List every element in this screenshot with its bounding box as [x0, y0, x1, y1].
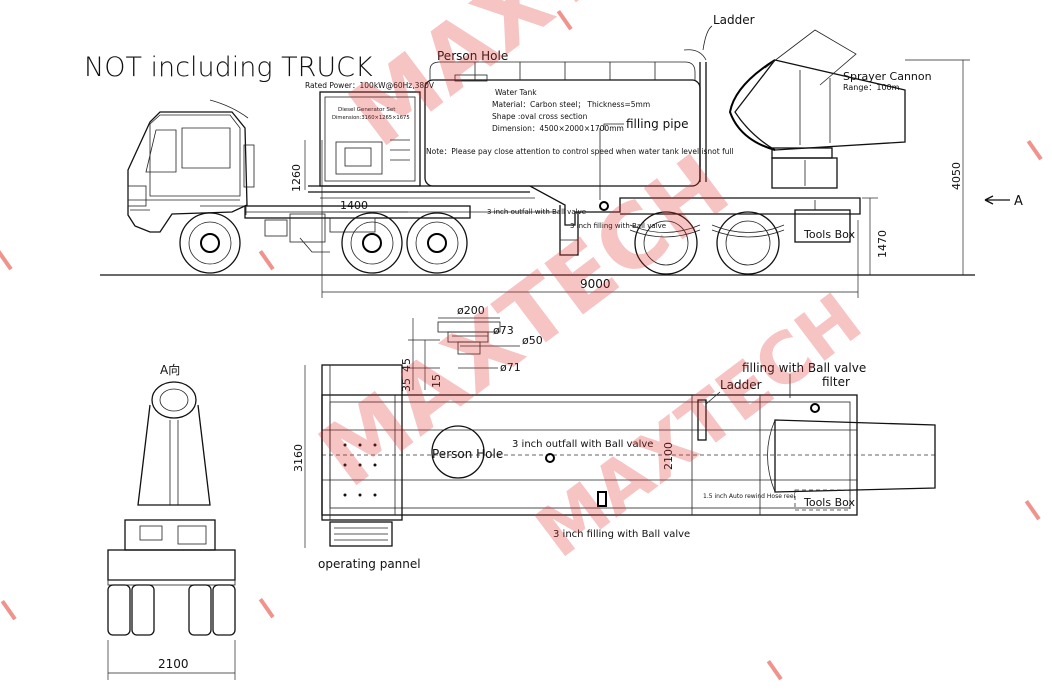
- outfall-top-label: 3 inch outfall with Ball valve: [512, 439, 653, 450]
- range-label: Range：100m: [843, 83, 900, 92]
- detail-d200: ø200: [457, 304, 485, 317]
- end-view-a: A向 2100: [107, 362, 236, 680]
- sprayer-cannon: Sprayer Cannon Range：100m: [728, 29, 932, 189]
- view-arrow-a: [984, 195, 1010, 205]
- view-arrow-a-label: A: [1014, 194, 1023, 209]
- tank-title: Water Tank: [495, 88, 537, 97]
- end-view-title: A向: [160, 362, 180, 377]
- tools-box-top-label: Tools Box: [803, 496, 856, 509]
- tank-material: Material：Carbon steel； Thickness=5mm: [492, 100, 650, 109]
- filling-pipe-label: filling pipe: [626, 117, 689, 131]
- generator-grid: [343, 443, 377, 497]
- detail-d73: ø73: [493, 324, 514, 337]
- rated-power-label: Rated Power：100kW@60Hz,380V: [305, 81, 435, 90]
- filling-valve-top: [597, 491, 607, 507]
- filling-label-side: 3 inch filling with Ball valve: [570, 222, 666, 230]
- dim-1400: 1400: [340, 199, 368, 212]
- hose-reel-label: 1.5 inch Auto rewind Hose reel: [703, 493, 796, 500]
- generator-label-2: Dimension:3160×1265×1675: [332, 115, 410, 121]
- side-view: Tools Box Diesel Generator Set Dimension…: [100, 13, 1023, 298]
- detail-d71: ø71: [500, 361, 521, 374]
- watermark-1: MAXTECH: [331, 0, 778, 167]
- dim-2100-end: 2100: [158, 657, 189, 671]
- dim-4050: 4050: [950, 162, 963, 190]
- detail-d50: ø50: [522, 334, 543, 347]
- filling-top-label: 3 inch filling with Ball valve: [553, 529, 690, 540]
- truck-cab: [127, 99, 255, 233]
- tank-dimension: Dimension：4500×2000×1700mm: [492, 124, 624, 133]
- filter-icon: [810, 403, 820, 413]
- dim-9000: 9000: [580, 277, 611, 291]
- filling-ball-valve-label: filling with Ball valve: [742, 361, 866, 375]
- ladder-label: Ladder: [713, 13, 755, 27]
- water-tank: Person Hole Water Tank Material：Carbon s…: [424, 49, 734, 211]
- dim-1260: 1260: [290, 164, 303, 192]
- not-including-truck-note: NOT including TRUCK: [84, 52, 373, 83]
- nozzle-detail: ø200 ø73 ø50 ø71 45 35 15: [400, 304, 543, 392]
- filter-label: filter: [822, 375, 850, 389]
- dim-1470: 1470: [876, 230, 889, 258]
- top-view: Person Hole 3 inch outfall with Ball val…: [292, 361, 936, 571]
- generator-label-1: Diesel Generator Set: [338, 107, 396, 113]
- ladder-side: Ladder: [683, 13, 755, 182]
- sprayer-label: Sprayer Cannon: [843, 70, 932, 83]
- detail-h45: 45: [400, 358, 413, 372]
- operating-panel: [329, 521, 393, 547]
- tools-box-label: Tools Box: [803, 228, 856, 241]
- ladder-top-label: Ladder: [720, 378, 762, 392]
- operating-panel-label: operating pannel: [318, 557, 421, 571]
- dim-3160: 3160: [292, 444, 305, 472]
- person-hole-top-label: Person Hole: [432, 447, 503, 461]
- detail-h15: 15: [430, 374, 443, 388]
- speed-note: Note：Please pay close attention to contr…: [426, 147, 734, 156]
- ladder-top: [697, 399, 707, 441]
- sprayer-top: [774, 419, 936, 493]
- outfall-valve-top: [545, 453, 555, 463]
- person-hole-side: [454, 74, 488, 82]
- person-hole-label: Person Hole: [437, 49, 508, 63]
- person-hole-top: [431, 425, 485, 479]
- side-dimensions: 9000 1260 1400 1470 4050 A: [290, 59, 1023, 298]
- trailer-deck: Tools Box: [308, 185, 861, 256]
- tools-box-side: [794, 209, 851, 243]
- truck-wheels: [179, 211, 780, 275]
- detail-h35: 35: [400, 378, 413, 392]
- outfall-label-side: 3 inch outfall with Ball valve: [487, 208, 586, 216]
- tools-box-top: [794, 489, 851, 511]
- diesel-generator: Diesel Generator Set Dimension:3160×1265…: [319, 91, 421, 187]
- dim-2100-top: 2100: [662, 442, 675, 470]
- tank-shape: Shape :oval cross section: [492, 112, 588, 121]
